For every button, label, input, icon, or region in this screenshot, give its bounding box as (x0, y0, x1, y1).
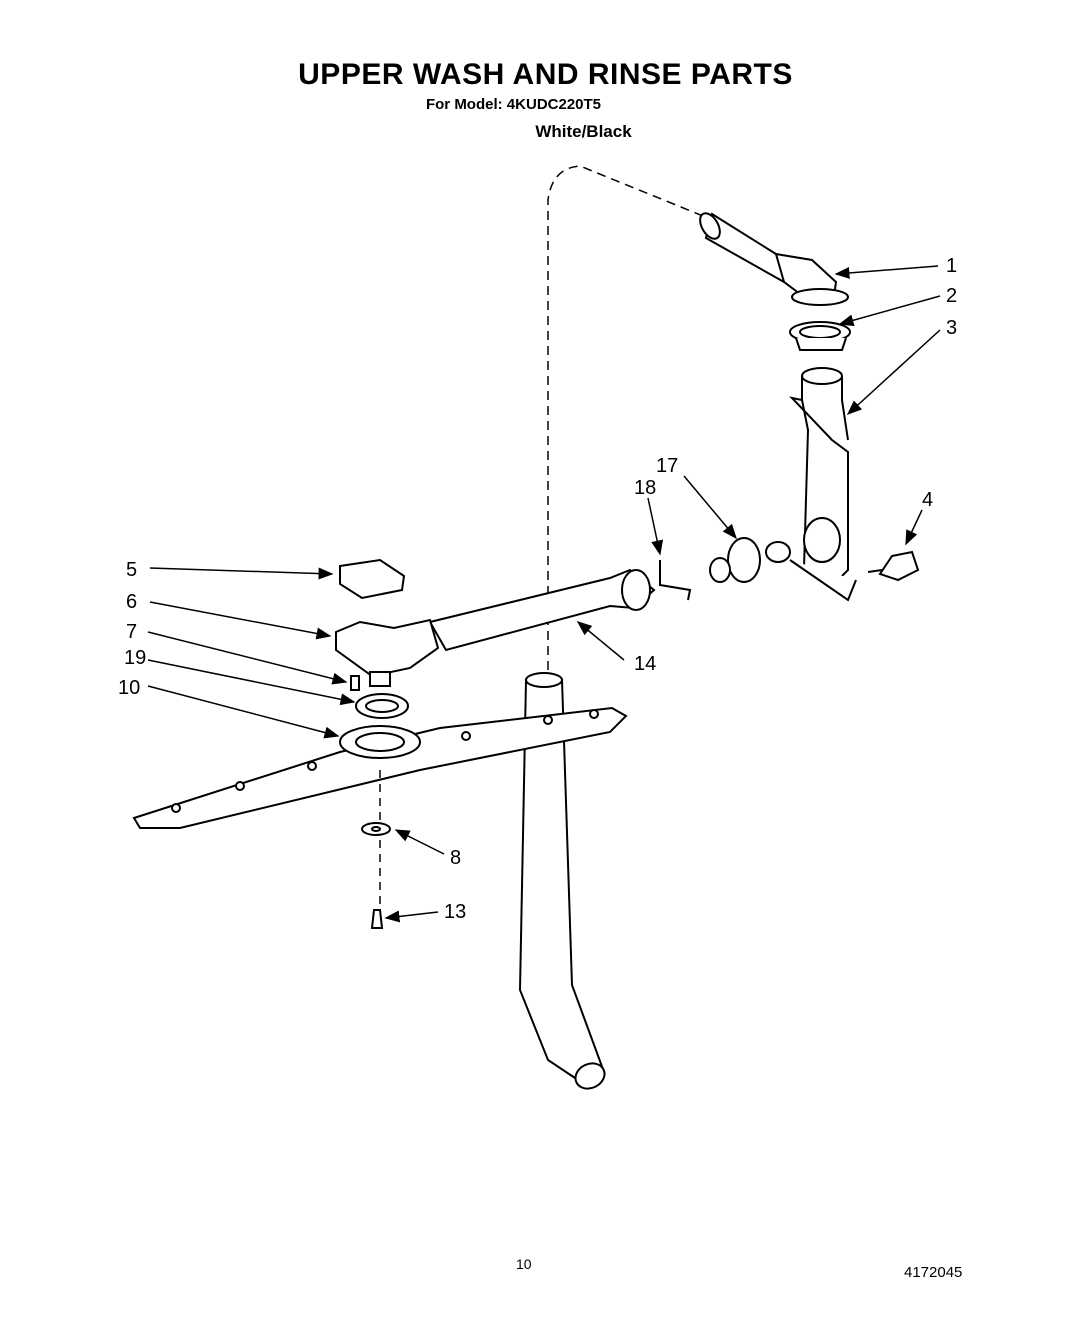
part-2-seal (789, 288, 851, 351)
part-18-clip (659, 560, 692, 601)
part-14-conduit (428, 568, 656, 652)
assembly-dashed-line (547, 165, 709, 1000)
page-title: UPPER WASH AND RINSE PARTS (298, 58, 793, 91)
part-10-spray-arm (132, 706, 628, 829)
leader-lines (147, 265, 941, 923)
part-13-screw (370, 909, 384, 929)
callout-1: 1 (946, 255, 957, 277)
callout-labels: 1 2 3 4 5 6 7 19 10 14 17 18 8 13 (118, 255, 957, 923)
document-number: 4172045 (904, 1264, 963, 1281)
part-3-manifold (789, 367, 857, 602)
part-5-clip (339, 558, 406, 600)
color-variant: White/Black (535, 122, 632, 141)
callout-2: 2 (946, 285, 957, 307)
callout-14: 14 (634, 653, 656, 675)
callout-10: 10 (118, 677, 140, 699)
callout-18: 18 (634, 477, 656, 499)
callout-4: 4 (922, 489, 933, 511)
callout-8: 8 (450, 847, 461, 869)
page-number: 10 (516, 1256, 532, 1272)
callout-7: 7 (126, 621, 137, 643)
part-4-cap (867, 550, 920, 582)
model-number: For Model: 4KUDC220T5 (425, 96, 602, 113)
part-17-valve (709, 537, 791, 583)
callout-19: 19 (124, 647, 146, 669)
callout-3: 3 (946, 317, 957, 339)
part-19-seal (355, 693, 409, 719)
callout-5: 5 (126, 559, 137, 581)
supply-tube (518, 672, 606, 1090)
part-6-bracket (335, 618, 440, 687)
callout-17: 17 (656, 455, 678, 477)
part-8-washer (361, 822, 391, 836)
part-7-screw (350, 675, 360, 691)
callout-6: 6 (126, 591, 137, 613)
callout-13: 13 (444, 901, 466, 923)
part-1-elbow (699, 212, 838, 302)
